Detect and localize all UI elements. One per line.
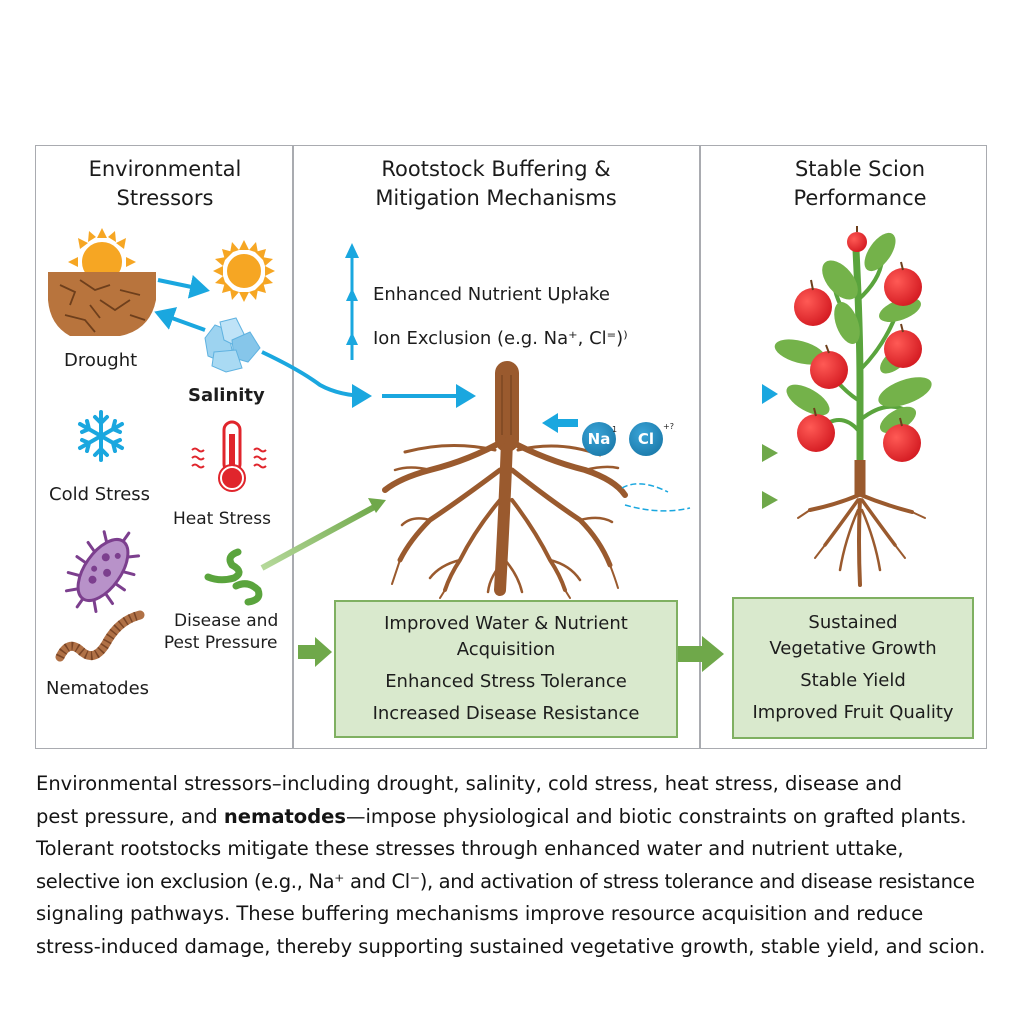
caption-line: Tolerant rootstocks mitigate these stres… <box>36 837 904 860</box>
box-line: Enhanced Stress Tolerance <box>385 671 627 692</box>
scion-tree-icon <box>774 226 932 587</box>
label-ion-exclusion: Ion Exclusion (e.g. Na⁺, Cl⁼)⁾ <box>373 328 628 349</box>
nematode-icon <box>55 610 145 662</box>
root-trunk-texture <box>501 375 512 435</box>
column-title-mechanisms: Rootstock Buffering & Mitigation Mechani… <box>296 155 696 213</box>
column-divider-left <box>292 145 294 749</box>
title-line: Stable Scion <box>794 157 926 181</box>
rootstock-root-icon <box>382 361 628 599</box>
performance-outcomes-box: Sustained Vegetative Growth Stable Yield… <box>732 597 974 739</box>
box-line: Stable Yield <box>800 670 906 691</box>
label-heat-stress: Heat Stress <box>173 509 271 529</box>
title-line: Rootstock Buffering & <box>381 157 611 181</box>
label-nematodes: Nematodes <box>46 678 150 699</box>
label-line: Pest Pressure <box>163 633 278 653</box>
chloride-ion: Cl <box>629 422 663 456</box>
caption-bold-term: nematodes <box>223 804 346 828</box>
label-drought: Drought <box>64 350 138 371</box>
label-cold-stress: Cold Stress <box>49 484 151 505</box>
arrow-pest-to-root-head <box>368 498 386 513</box>
box-line: Increased Disease Resistance <box>372 703 640 724</box>
caption-line: Environmental stressors–including drough… <box>36 772 902 795</box>
arrow-pest-to-root <box>260 502 380 571</box>
sun-icon <box>213 240 275 302</box>
mechanism-outcomes-box: Improved Water & Nutrient Acquisition En… <box>334 600 678 738</box>
figure-caption: Environmental stressors–including drough… <box>36 768 1011 963</box>
box-line: Acquisition <box>456 639 556 660</box>
arrow-root-to-scion-2-head <box>762 491 778 509</box>
snowflake-icon <box>78 410 124 462</box>
arrow-root-to-scion-1-head <box>762 444 778 462</box>
caption-text: —impose physiological and biotic constra… <box>346 804 967 828</box>
sodium-ion-charge: 1 <box>612 425 618 434</box>
box-line: Sustained <box>808 612 898 633</box>
chloride-ion-charge: +? <box>663 422 674 431</box>
diagram-frame <box>35 145 987 749</box>
box-line: Improved Water & Nutrient <box>384 613 628 634</box>
water-flow-dashes <box>621 483 691 512</box>
caption-line: stress-induced damage, thereby supportin… <box>36 934 986 958</box>
caption-line: selective ion exclusion (e.g., Na⁺ and C… <box>36 869 975 893</box>
title-line: Performance <box>793 186 927 210</box>
label-disease-pest: Disease and Pest Pressure <box>164 610 279 654</box>
ion-exclusion-arrow <box>542 413 578 433</box>
title-line: Mitigation Mechanisms <box>375 186 617 210</box>
label-nutrient-uptake: Enhanced Nutrient Upŀake <box>373 284 610 305</box>
title-line: Environmental <box>88 157 242 181</box>
caption-line: signaling pathways. These buffering mech… <box>36 902 924 925</box>
ion-label: Cl <box>637 430 655 448</box>
caption-text: pest pressure, and <box>36 804 224 828</box>
box-line: Improved Fruit Quality <box>752 702 954 723</box>
arrow-salinity-to-rootstock <box>261 350 372 408</box>
caption-line: pest pressure, and nematodes—impose phys… <box>36 801 1011 834</box>
thermometer-icon <box>191 420 267 492</box>
vertical-uptake-arrow <box>345 243 359 360</box>
pest-worm-icon <box>204 548 263 606</box>
salt-crystal-icon <box>204 317 261 373</box>
arrow-drought-to-sun <box>157 274 210 299</box>
ion-label: Na <box>587 430 611 448</box>
column-title-stressors: Environmental Stressors <box>40 155 290 213</box>
box-line: Vegetative Growth <box>769 638 937 659</box>
arrow-salinity-to-drought <box>154 307 206 332</box>
arrow-mechanisms-to-performance <box>678 636 724 672</box>
arrow-root-to-scion-water-head <box>762 384 778 404</box>
sodium-ion: Na <box>582 422 616 456</box>
label-line: Disease and <box>174 611 279 631</box>
column-title-performance: Stable Scion Performance <box>720 155 1000 213</box>
column-divider-right <box>699 145 701 749</box>
drought-icon <box>48 228 156 336</box>
label-salinity: Salinity <box>188 385 265 406</box>
bacteria-icon <box>64 530 141 613</box>
arrow-stressors-to-box <box>298 637 332 667</box>
title-line: Stressors <box>116 186 214 210</box>
